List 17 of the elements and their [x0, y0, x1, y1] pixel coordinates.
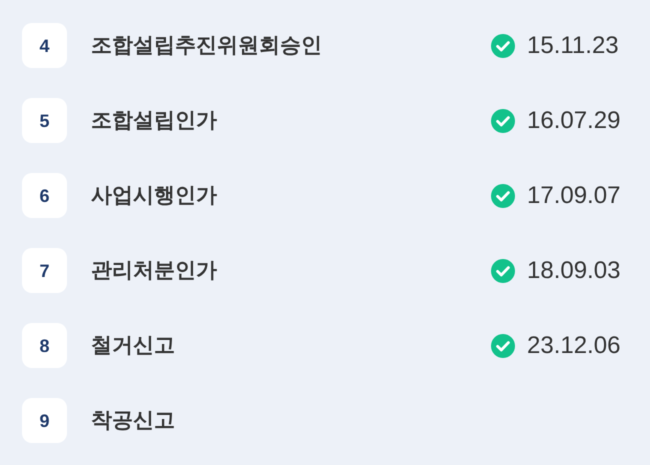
step-number: 6: [39, 186, 50, 204]
step-title: 사업시행인가: [91, 185, 217, 206]
step-title: 관리처분인가: [91, 260, 217, 281]
step-number: 9: [39, 412, 50, 430]
step-title: 착공신고: [91, 410, 175, 431]
completion-date: 18.09.03: [527, 258, 620, 282]
step-number: 7: [39, 262, 50, 280]
completion-date: 23.12.06: [527, 334, 620, 358]
step-title: 조합설립추진위원회승인: [91, 35, 322, 56]
step-title: 철거신고: [91, 335, 175, 356]
step-number: 4: [39, 36, 50, 54]
completion-date: 17.09.07: [527, 184, 620, 208]
step-title: 조합설립인가: [91, 110, 217, 131]
step-number: 8: [39, 336, 50, 354]
completion-date: 15.11.23: [527, 34, 619, 58]
completion-date: 16.07.29: [527, 108, 620, 132]
step-number: 5: [39, 112, 50, 130]
